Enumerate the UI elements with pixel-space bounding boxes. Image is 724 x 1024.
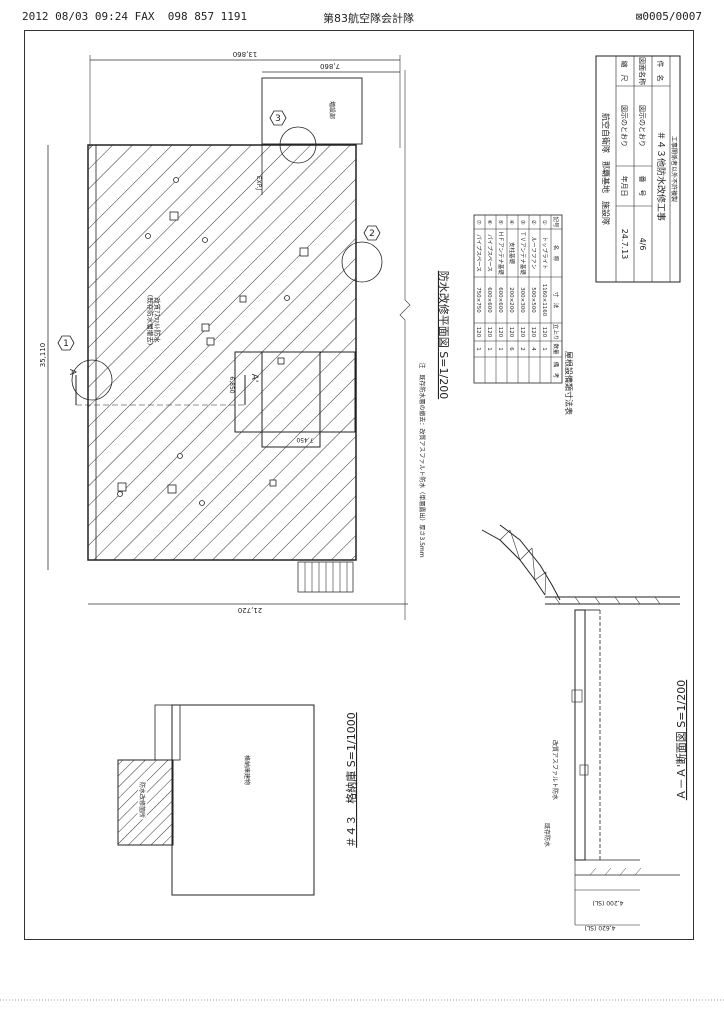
section-label-a: 改質アスファルト防水: [551, 740, 559, 800]
table-header-cell: 数量: [552, 343, 560, 355]
table-cell: 2: [519, 347, 525, 351]
table-cell: 120: [497, 327, 503, 338]
roof-label-1: 改質ｱｽﾌｧﾙﾄ防水: [153, 297, 162, 343]
exp-joint-label: EXP.J: [255, 176, 262, 190]
table-cell: ④: [508, 220, 514, 225]
key-plan-title: ＃４３ 格納庫 S=1/1000: [344, 712, 358, 847]
drawing-sheet: [24, 30, 694, 940]
tb-label-scale: 縮 尺: [620, 61, 629, 82]
table-cell: 600×600: [497, 287, 503, 313]
tb-date: 24.7.13: [620, 229, 629, 260]
tb-drawing-name: 図示のとおり: [638, 105, 646, 147]
plan-note: 注 既存防水層の撤去：改質アスファルト防水（単層露出）厚さ3.5mm: [418, 362, 426, 557]
annex-label: 増設部: [328, 101, 336, 119]
table-cell: ⑥: [486, 220, 492, 225]
fax-sender: 第83航空隊会計隊: [323, 12, 414, 25]
table-cell: 120: [541, 327, 547, 338]
fax-number: 098 857 1191: [167, 10, 248, 23]
table-header-cell: 記号: [552, 216, 560, 228]
callout-2: 2: [369, 229, 375, 239]
table-cell: 120: [519, 327, 525, 338]
table-cell: 1: [541, 347, 547, 351]
roof-plan: 13,860 7,860 35,110 21,720 増設部 7,450 6,8…: [39, 50, 451, 620]
callout-1: 1: [63, 339, 69, 349]
table-cell: 200×200: [508, 287, 514, 313]
tb-project-name: ＃４３他防水改修工事: [655, 131, 667, 221]
table-header-cell: 名 称: [552, 245, 560, 262]
table-cell: ①: [541, 220, 547, 225]
dim-inner-h: 6,850: [228, 376, 235, 393]
table-cell: 120: [475, 327, 481, 338]
table-cell: 支柱基礎: [508, 242, 516, 265]
tb-label-date: 年月日: [620, 176, 629, 197]
table-cell: ルーフファン: [530, 237, 537, 270]
table-cell: パイプスペース: [486, 234, 493, 272]
table-cell: 600×600: [486, 287, 492, 313]
title-block: 工事関係者以外不許複製 件 名 ＃４３他防水改修工事 図面名称 図示のとおり 番…: [595, 55, 681, 283]
table-cell: ＨＦアンテナ基礎: [497, 231, 505, 275]
table-cell: ＴＶアンテナ基礎: [519, 231, 527, 275]
table-header-cell: 備 考: [552, 362, 560, 379]
key-plan-hatched-area: [117, 759, 174, 846]
key-plan: 防水改修箇所 格納庫建物 ＃４３ 格納庫 S=1/1000: [117, 704, 358, 896]
table-cell: 120: [530, 327, 536, 338]
table-cell: 4: [530, 347, 536, 351]
dim-top-annex: 7,860: [320, 62, 340, 70]
table-header-cell: 寸 法: [552, 292, 560, 309]
fax-page-number: ⊠0005/0007: [635, 10, 702, 23]
table-cell: ⑤: [497, 220, 503, 225]
table-cell: トップライト: [541, 236, 548, 269]
roof-label-2: (既存防水層撤去): [146, 295, 155, 346]
fax-icon: ⊠: [635, 10, 643, 23]
table-title: 屋根設備類寸法表: [564, 351, 574, 415]
table-cell: 120: [486, 327, 492, 338]
plan-title: 防水改修平面図 S=1/200: [437, 271, 451, 399]
section-dim-2: 4,620 (SL): [585, 924, 616, 931]
fax-header: 2012 08/03 09:24 FAX 098 857 1191 第83航空隊…: [0, 10, 724, 28]
fax-datetime: 2012 08/03 09:24 FAX 098 857 1191: [22, 10, 248, 23]
callout-3: 3: [275, 114, 281, 124]
table-cell: パイプスペース: [475, 234, 482, 272]
table-cell: 1: [486, 347, 492, 351]
table-cell: 500×500: [530, 287, 536, 313]
key-plan-hatched-label: 防水改修箇所: [138, 782, 146, 818]
tb-sheet-number: 4/6: [638, 238, 647, 251]
key-plan-building-label: 格納庫建物: [243, 755, 251, 785]
table-cell: 750×750: [475, 287, 481, 313]
tb-organization: 航空自衛隊 那覇基地 施設隊: [601, 113, 611, 225]
table-cell: 1160×1160: [541, 284, 547, 317]
table-cell: ③: [519, 220, 525, 225]
title-block-header: 工事関係者以外不許複製: [670, 136, 678, 202]
dim-inner-w: 7,450: [296, 436, 313, 443]
tb-scale: 図示のとおり: [620, 105, 628, 147]
table-cell: 120: [508, 327, 514, 338]
dim-left-total: 35,110: [39, 343, 47, 368]
table-cell: 1: [497, 347, 503, 351]
section-marker-a: A: [67, 369, 77, 376]
section-label-b: 既存防水: [543, 823, 551, 847]
table-cell: 6: [508, 347, 514, 351]
table-header-cell: 立上り: [552, 324, 560, 341]
tb-label-name: 件 名: [656, 61, 665, 82]
section-dim-1: 4,200 (SL): [593, 899, 624, 906]
section-title: Ａ－Ａ'断面図 S=1/200: [674, 680, 688, 800]
tb-label-number: 番 号: [638, 176, 646, 197]
tb-label-drawing: 図面名称: [638, 57, 647, 85]
table-cell: 300×300: [519, 287, 525, 313]
table-cell: ②: [530, 220, 537, 225]
section-marker-a-prime: A': [249, 374, 259, 383]
table-cell: ⑦: [475, 220, 482, 225]
scan-noise: [0, 999, 724, 1001]
dim-bottom-total: 21,720: [238, 606, 263, 614]
section-view: 改質アスファルト防水 既存防水 4,200 (SL) 4,620 (SL) Ａ－…: [481, 524, 688, 931]
dim-top-total: 13,860: [233, 50, 258, 58]
table-cell: 1: [475, 347, 481, 351]
